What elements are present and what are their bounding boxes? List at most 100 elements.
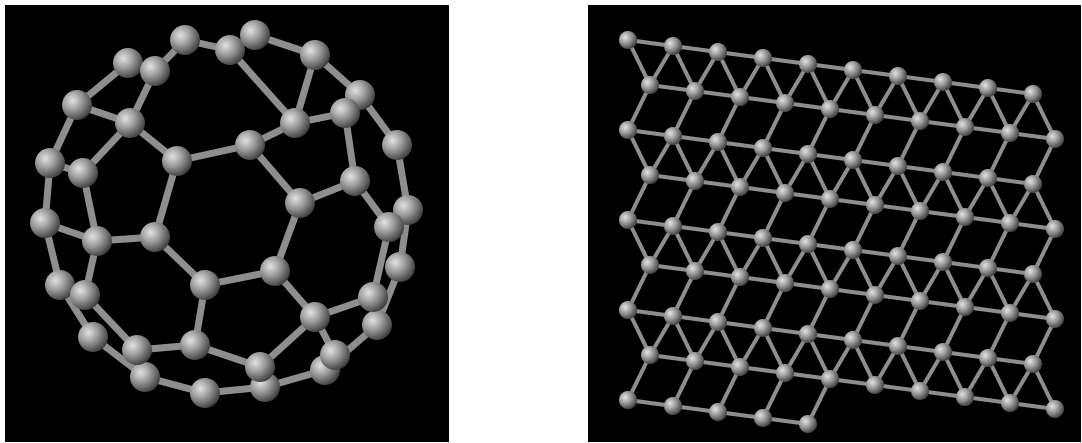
- nanotube-atom: [686, 172, 704, 190]
- nanotube-atom: [619, 301, 637, 319]
- nanotube-atom: [776, 184, 794, 202]
- nanotube-atom: [664, 127, 682, 145]
- nanotube-atom: [664, 307, 682, 325]
- nanotube-atom: [1046, 400, 1064, 418]
- fullerene-atom: [30, 208, 60, 238]
- nanotube-atom: [799, 325, 817, 343]
- nanotube-atom: [754, 49, 772, 67]
- nanotube-atom: [1024, 355, 1042, 373]
- nanotube-atom: [776, 274, 794, 292]
- fullerene-atom: [300, 302, 330, 332]
- fullerene-atom: [180, 330, 210, 360]
- nanotube-atom: [1001, 124, 1019, 142]
- nanotube-atom: [821, 370, 839, 388]
- fullerene-atom: [382, 130, 412, 160]
- nanotube-atom: [1001, 304, 1019, 322]
- nanotube-atom: [754, 229, 772, 247]
- fullerene-atom: [340, 166, 370, 196]
- nanotube-atom: [979, 79, 997, 97]
- nanotube-atom: [664, 217, 682, 235]
- nanotube-panel: [588, 5, 1081, 442]
- nanotube-atom: [776, 94, 794, 112]
- nanotube-atom: [866, 196, 884, 214]
- fullerene-atom: [260, 256, 290, 286]
- nanotube-atom: [889, 157, 907, 175]
- nanotube-atom: [731, 178, 749, 196]
- fullerene-atom: [170, 25, 200, 55]
- fullerene-atom: [122, 335, 152, 365]
- fullerene-molecule-image: [30, 20, 423, 408]
- fullerene-atom: [130, 362, 160, 392]
- fullerene-atom: [140, 222, 170, 252]
- nanotube-molecule-image: [619, 31, 1064, 433]
- fullerene-atom: [374, 212, 404, 242]
- nanotube-atom: [911, 292, 929, 310]
- fullerene-atom: [115, 108, 145, 138]
- fullerene-atom: [140, 56, 170, 86]
- fullerene-atom: [70, 280, 100, 310]
- nanotube-atom: [709, 313, 727, 331]
- nanotube-atom: [821, 100, 839, 118]
- nanotube-atom: [731, 268, 749, 286]
- nanotube-atom: [889, 67, 907, 85]
- nanotube-atom: [821, 190, 839, 208]
- fullerene-atom: [358, 282, 388, 312]
- nanotube-atom: [619, 121, 637, 139]
- nanotube-atom: [686, 262, 704, 280]
- nanotube-atom: [979, 169, 997, 187]
- nanotube-atom: [664, 397, 682, 415]
- nanotube-atom: [1046, 220, 1064, 238]
- nanotube-atom: [934, 73, 952, 91]
- nanotube-atom: [956, 388, 974, 406]
- fullerene-atom: [330, 98, 360, 128]
- fullerene-bond: [226, 46, 299, 127]
- nanotube-atom: [1024, 85, 1042, 103]
- nanotube-atom: [799, 235, 817, 253]
- nanotube-atom: [844, 61, 862, 79]
- fullerene-atom: [78, 322, 108, 352]
- nanotube-atom: [956, 118, 974, 136]
- nanotube-atom: [866, 286, 884, 304]
- nanotube-atom: [686, 352, 704, 370]
- nanotube-atom: [686, 82, 704, 100]
- nanotube-atom: [641, 166, 659, 184]
- nanotube-atom: [641, 76, 659, 94]
- nanotube-atom: [821, 280, 839, 298]
- fullerene-atom: [385, 252, 415, 282]
- fullerene-atom: [362, 310, 392, 340]
- nanotube-atom: [934, 163, 952, 181]
- nanotube-atom: [754, 319, 772, 337]
- fullerene-atom: [162, 146, 192, 176]
- nanotube-atom: [1046, 310, 1064, 328]
- nanotube-atom: [731, 88, 749, 106]
- nanotube-atom: [619, 211, 637, 229]
- nanotube-atom: [844, 331, 862, 349]
- nanotube-atom: [709, 43, 727, 61]
- fullerene-atom: [113, 48, 143, 78]
- nanotube-atom: [889, 337, 907, 355]
- nanotube-atom: [934, 253, 952, 271]
- fullerene-panel: [5, 5, 449, 442]
- fullerene-atom: [300, 40, 330, 70]
- nanotube-atom: [866, 106, 884, 124]
- nanotube-atom: [844, 151, 862, 169]
- nanotube-atom: [911, 382, 929, 400]
- nanotube-atom: [799, 145, 817, 163]
- nanotube-atom: [979, 259, 997, 277]
- fullerene-atom: [35, 148, 65, 178]
- nanotube-atom: [709, 223, 727, 241]
- nanotube-atom: [754, 139, 772, 157]
- fullerene-atom: [190, 270, 220, 300]
- nanotube-atom: [709, 133, 727, 151]
- nanotube-atom: [956, 208, 974, 226]
- nanotube-atom: [1046, 130, 1064, 148]
- fullerene-atom: [62, 90, 92, 120]
- nanotube-atom: [799, 415, 817, 433]
- nanotube-atom: [1024, 175, 1042, 193]
- fullerene-atom: [45, 270, 75, 300]
- fullerene-atoms: [30, 20, 423, 408]
- nanotube-atom: [889, 247, 907, 265]
- nanotube-atom: [979, 349, 997, 367]
- fullerene-atom: [215, 35, 245, 65]
- nanotube-atom: [799, 55, 817, 73]
